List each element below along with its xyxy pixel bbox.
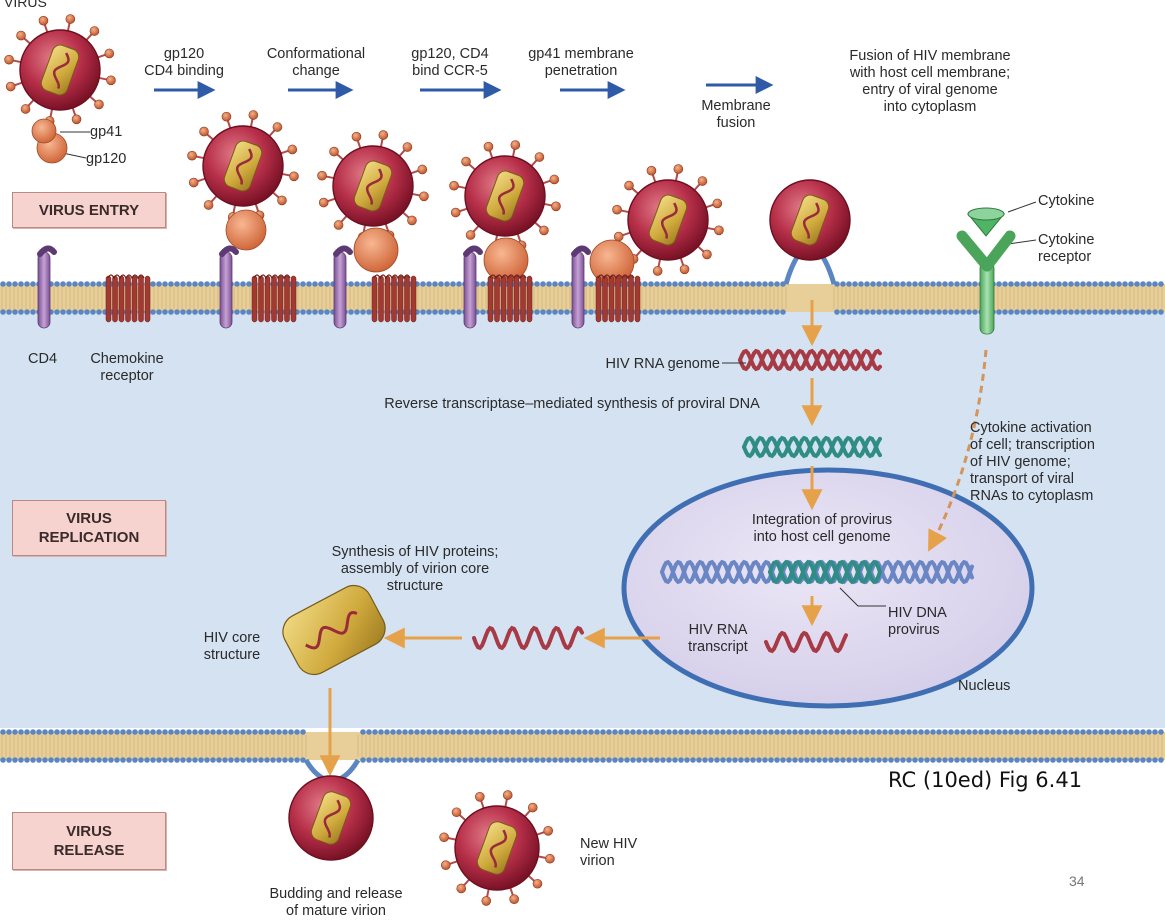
hiv-rna-transcript-label: HIV RNA transcript	[688, 622, 748, 655]
new-virion-label: New HIV virion	[580, 836, 638, 869]
virus-entry-stage-box: VIRUS ENTRY	[12, 192, 166, 228]
virus-step-conformational	[317, 130, 429, 273]
cd4-receptor-5	[571, 245, 591, 329]
hiv-rna-genome-label: HIV RNA genome	[605, 356, 720, 372]
cd4-receptor-4	[463, 245, 483, 329]
nucleus-label: Nucleus	[958, 678, 1011, 694]
entry-step-genome-entry: Fusion of HIV membrane with host cell me…	[849, 48, 1011, 115]
virus-step-cd4-binding	[187, 110, 299, 251]
gp120-label: gp120	[86, 151, 127, 167]
hiv-core-structure	[282, 584, 386, 676]
chemokine-receptor-2	[251, 274, 297, 323]
cd4-receptor-2	[219, 245, 239, 329]
integrated-provirus-strand	[768, 559, 882, 585]
entry-step-membrane-fusion: Membrane fusion	[701, 98, 771, 131]
cytokine	[966, 207, 1006, 237]
corner-virus-label: VIRUS	[4, 0, 47, 10]
cd4-label: CD4	[28, 351, 58, 367]
cytokine-receptor-label: Cytokine receptor	[1038, 232, 1095, 265]
gp41-label: gp41	[90, 124, 123, 140]
virus-step-fusion	[769, 179, 851, 261]
cytokine-label: Cytokine	[1038, 193, 1095, 209]
chemokine-receptor-label: Chemokine receptor	[90, 351, 164, 384]
reverse-transcriptase-label: Reverse transcriptase–mediated synthesis…	[384, 396, 760, 412]
virus-step-penetration	[589, 164, 724, 285]
nucleus	[621, 467, 1035, 709]
virus-step-ccr5	[449, 140, 561, 283]
new-hiv-virion	[439, 790, 555, 906]
budding-label: Budding and release of mature virion	[269, 886, 403, 919]
entry-step-gp41-penetration: gp41 membrane penetration	[528, 46, 634, 79]
virus-release-stage-box: VIRUS RELEASE	[12, 812, 166, 870]
core-structure-label: HIV core structure	[203, 630, 261, 663]
synthesis-label: Synthesis of HIV proteins; assembly of v…	[331, 544, 499, 594]
leader-cytokine	[1007, 201, 1037, 213]
integration-label: Integration of provirus into host cell g…	[751, 512, 893, 545]
cytokine-activation-arrow	[928, 349, 988, 552]
leader-cytokine-receptor	[1007, 239, 1037, 245]
leader-provirus	[839, 587, 886, 607]
hiv-rna-genome-strand	[738, 348, 882, 372]
hiv-dna-provirus-label: HIV DNA provirus	[888, 605, 947, 638]
virus-replication-stage-box: VIRUS REPLICATION	[12, 500, 166, 556]
chemokine-receptor-4	[487, 274, 533, 323]
chemokine-receptor-5	[595, 274, 641, 323]
budding-virion	[288, 775, 374, 861]
page-number: 34	[1069, 873, 1085, 889]
plasma-membrane-bottom	[0, 729, 1165, 763]
figure-caption: RC (10ed) Fig 6.41	[888, 768, 1083, 792]
gp41-knob	[31, 118, 57, 144]
entry-step-bind-ccr5: gp120, CD4 bind CCR-5	[411, 46, 489, 79]
cd4-receptor-3	[333, 245, 353, 329]
entry-step-conformational-change: Conformational change	[266, 46, 366, 79]
cytokine-receptor	[956, 230, 1016, 335]
hiv-rna-transcript-strand	[764, 630, 848, 654]
cytoplasmic-rna-strand	[472, 625, 584, 651]
proviral-dna-strand	[742, 435, 882, 459]
chemokine-receptor-1	[105, 274, 151, 323]
cd4-receptor-1	[37, 245, 57, 329]
cytokine-activation-label: Cytokine activation of cell; transcripti…	[970, 420, 1095, 504]
entry-step-cd4-binding: gp120 CD4 binding	[144, 46, 224, 79]
chemokine-receptor-3	[371, 274, 417, 323]
